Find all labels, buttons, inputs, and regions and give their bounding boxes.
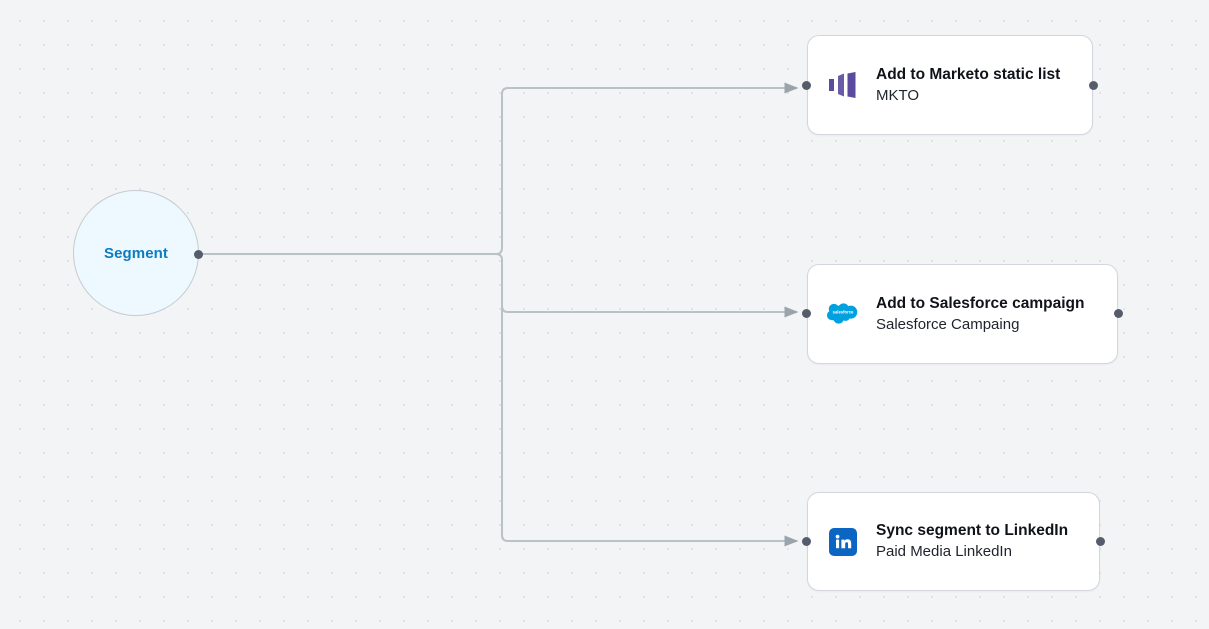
linkedin-input-port[interactable] <box>802 537 811 546</box>
node-card-linkedin[interactable]: Sync segment to LinkedIn Paid Media Link… <box>807 492 1100 591</box>
salesforce-output-port[interactable] <box>1114 309 1123 318</box>
marketo-output-port[interactable] <box>1089 81 1098 90</box>
salesforce-card-text: Add to Salesforce campaign Salesforce Ca… <box>876 293 1084 336</box>
marketo-icon <box>826 68 860 102</box>
linkedin-output-port[interactable] <box>1096 537 1105 546</box>
segment-node[interactable]: Segment <box>73 190 199 316</box>
svg-text:salesforce: salesforce <box>833 309 854 314</box>
linkedin-icon <box>826 525 860 559</box>
linkedin-card-text: Sync segment to LinkedIn Paid Media Link… <box>876 520 1068 563</box>
marketo-input-port[interactable] <box>802 81 811 90</box>
node-card-marketo[interactable]: Add to Marketo static list MKTO <box>807 35 1093 135</box>
marketo-card-title: Add to Marketo static list <box>876 65 1061 83</box>
edge-to-marketo <box>495 82 799 255</box>
segment-output-port[interactable] <box>194 250 203 259</box>
salesforce-card-title: Add to Salesforce campaign <box>876 294 1085 312</box>
marketo-card-subtitle: MKTO <box>876 86 920 104</box>
salesforce-icon: salesforce <box>826 297 860 331</box>
segment-node-label: Segment <box>103 244 169 262</box>
linkedin-card-title: Sync segment to LinkedIn <box>876 522 1069 539</box>
edge-to-linkedin <box>501 306 799 547</box>
edge-to-salesforce <box>495 253 799 318</box>
linkedin-card-subtitle: Paid Media LinkedIn <box>876 543 1012 560</box>
salesforce-input-port[interactable] <box>802 309 811 318</box>
marketo-card-text: Add to Marketo static list MKTO <box>876 64 1060 107</box>
node-card-salesforce[interactable]: salesforce Add to Salesforce campaign Sa… <box>807 264 1118 364</box>
salesforce-card-subtitle: Salesforce Campaing <box>876 315 1020 333</box>
